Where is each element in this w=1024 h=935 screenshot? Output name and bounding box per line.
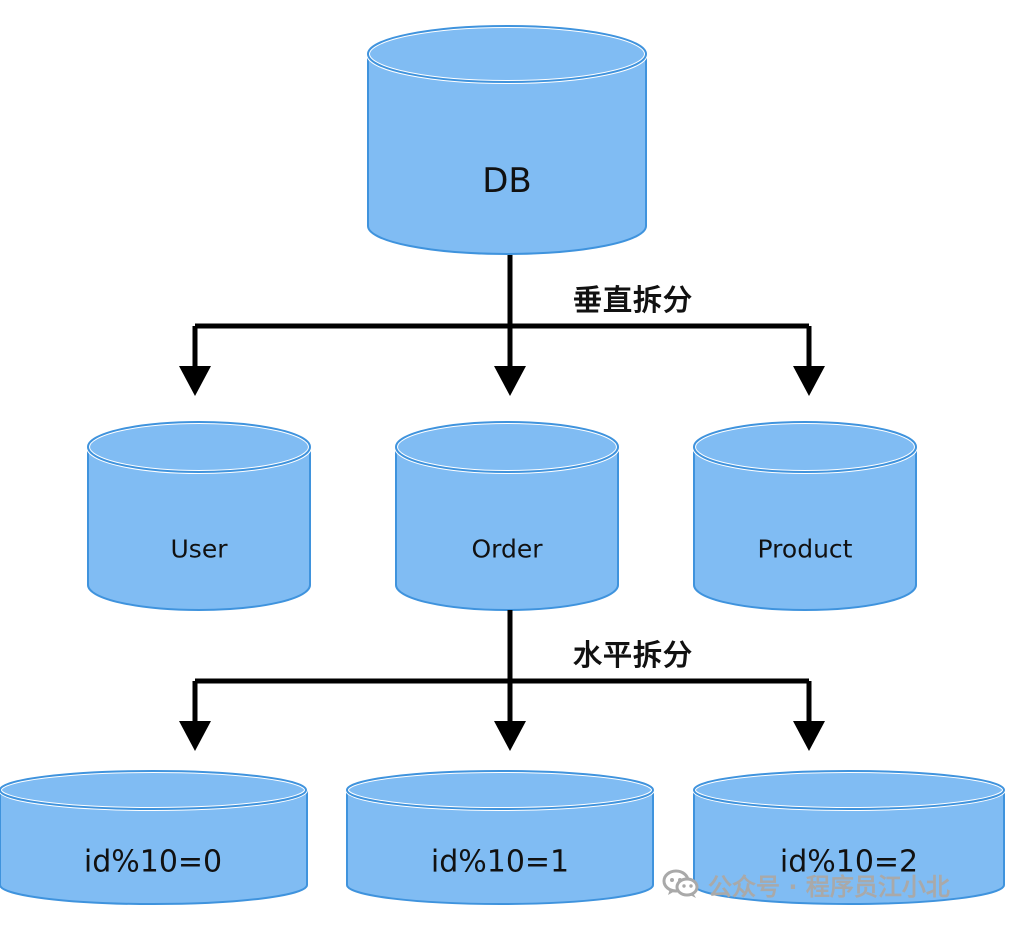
order-label: Order <box>471 534 543 564</box>
shard-cylinder-2 <box>692 769 1006 905</box>
db-label: DB <box>482 161 532 201</box>
shard-label-1: id%10=1 <box>430 844 570 880</box>
horizontal-split-connectors <box>179 610 825 751</box>
user-label: User <box>170 534 228 564</box>
shard-label-0: id%10=0 <box>83 844 223 880</box>
product-label: Product <box>757 534 853 564</box>
product-table-cylinder <box>692 420 918 611</box>
user-table-cylinder <box>86 420 312 611</box>
watermark-text: 公众号 · 程序员江小北 <box>708 872 950 901</box>
order-table-cylinder <box>394 420 620 611</box>
shard-cylinder-0 <box>0 769 308 906</box>
db-cylinder <box>366 24 648 255</box>
horizontal-split-label: 水平拆分 <box>572 638 694 672</box>
shard-label-2: id%10=2 <box>779 844 919 880</box>
shard-cylinder-1 <box>345 769 655 905</box>
vertical-split-connectors <box>179 255 825 396</box>
watermark: 公众号 · 程序员江小北 <box>662 862 950 906</box>
vertical-split-label: 垂直拆分 <box>572 283 694 317</box>
wechat-icon <box>662 869 699 898</box>
